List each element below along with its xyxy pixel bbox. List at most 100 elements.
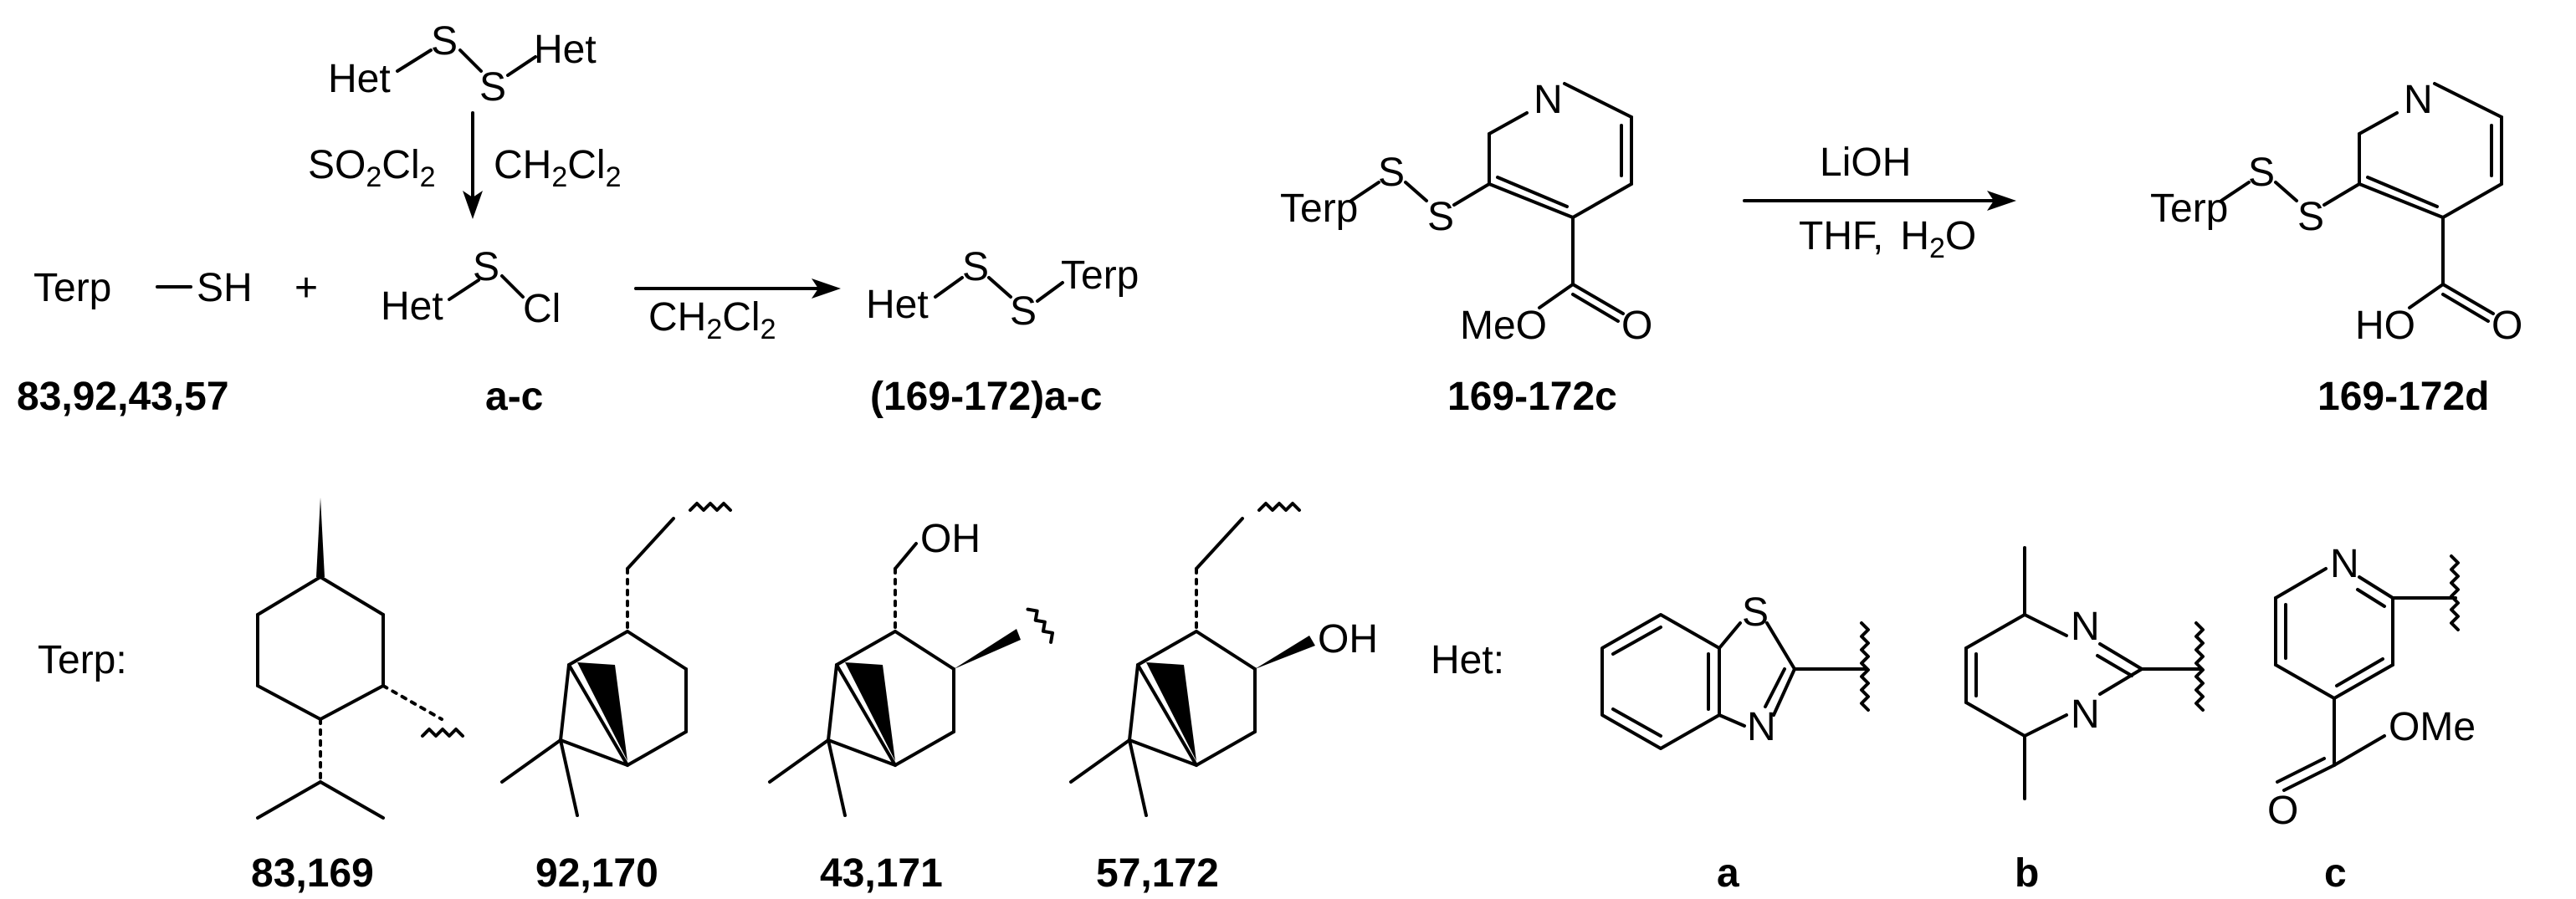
bond (2274, 181, 2298, 202)
chlorine: Cl (523, 287, 561, 331)
bond (2441, 182, 2503, 219)
wedge-bridge (845, 662, 895, 761)
attachment-point (421, 728, 464, 738)
bond (319, 575, 385, 616)
pyrimidine-n1: N (2071, 605, 2100, 649)
arrow-head (1987, 191, 2016, 211)
terp-pinane-43: OH (768, 517, 1055, 817)
reagent-so2cl2: SO2Cl2 (308, 143, 436, 193)
bond (2335, 657, 2384, 687)
pyridine-n: N (2404, 78, 2433, 122)
hydroxyl: HO (2355, 304, 2415, 348)
bond (987, 276, 1012, 299)
terp: Terp (1280, 186, 1358, 231)
disulfide-reagent: Het S S Het (328, 19, 597, 110)
bond (1718, 713, 1746, 728)
solvent-ch2cl2: CH2Cl2 (494, 143, 622, 193)
terp-label: Terp (33, 266, 111, 310)
wedge-bond (954, 629, 1021, 669)
bond (894, 542, 918, 570)
sulfur-1: S (1378, 151, 1405, 195)
solvent-ch2cl2: CH2Cl2 (648, 295, 776, 345)
attachment-point (689, 502, 732, 512)
bond (1036, 281, 1064, 303)
het-label-b: b (2015, 851, 2039, 896)
het: Het (866, 283, 929, 327)
bond (934, 276, 964, 299)
bond (1571, 283, 1625, 315)
bond (1718, 621, 1742, 650)
reagent-lioh: LiOH (1820, 140, 1911, 185)
terp-pinane-92 (500, 502, 732, 817)
bond (626, 630, 688, 671)
bond (500, 274, 525, 299)
thiazole-s: S (1742, 590, 1769, 635)
bond (1404, 181, 1428, 202)
bond (2366, 176, 2439, 208)
bond (319, 780, 385, 820)
bond (256, 684, 322, 721)
compound-label-thiols: 83,92,43,57 (17, 375, 229, 419)
sulfur-1: S (2248, 151, 2275, 195)
bond (1128, 738, 1148, 817)
wedge-bond (1255, 636, 1315, 669)
bond (2098, 667, 2143, 696)
bond (1571, 293, 1620, 323)
bond (256, 575, 322, 616)
bond (894, 730, 955, 767)
bond (458, 49, 483, 73)
bond (2098, 642, 2143, 671)
bond (2023, 613, 2068, 637)
bond (894, 630, 955, 671)
bond (2023, 713, 2068, 738)
bond (1136, 630, 1198, 667)
bond (2441, 283, 2495, 315)
het-label-a: a (1717, 851, 1739, 896)
bond (2358, 182, 2445, 219)
pyridine-n: N (1534, 78, 1563, 122)
attachment-point (1860, 621, 1870, 712)
pyrimidine-n2: N (2071, 692, 2100, 737)
compound-label-pinane-92: 92,170 (535, 851, 658, 896)
thiol-group: SH (197, 266, 253, 310)
wedge-bridge (1146, 662, 1196, 761)
bond (1496, 176, 1569, 208)
het-benzothiazolyl: S N (1600, 590, 1870, 750)
attachment-point (1026, 607, 1055, 644)
bond (567, 630, 629, 667)
bond (827, 738, 847, 817)
bond (559, 738, 629, 767)
arrow-1: CH2Cl2 (634, 278, 841, 345)
bond (2276, 757, 2326, 784)
compound-label-sulfenyl-chlorides: a-c (485, 375, 543, 419)
bond (1452, 182, 1491, 207)
hydroxyl-57: OH (1318, 617, 1378, 661)
bond (2282, 764, 2336, 792)
attachment-point (1257, 502, 1301, 512)
compound-label-menthyl: 83,169 (251, 851, 374, 896)
sulfur-2: S (1427, 195, 1454, 239)
bond (1195, 630, 1257, 671)
bond (2433, 82, 2503, 119)
het-label-c: c (2324, 851, 2347, 896)
bond (2441, 293, 2490, 323)
bond (1128, 663, 1139, 742)
bond (559, 738, 579, 817)
sulfur-2: S (2297, 195, 2324, 239)
bond (2274, 663, 2336, 700)
reactant-terp-thiol: Terp SH (33, 266, 253, 310)
sulfenylation-arrow: SO2Cl2 CH2Cl2 (308, 111, 622, 219)
bond (2322, 182, 2361, 207)
het-dimethylpyrimidinyl: N N (1964, 546, 2205, 800)
compound-label-disulfides: (169-172)a-c (870, 375, 1103, 419)
bond (1488, 182, 1575, 219)
bond (1765, 621, 1796, 671)
bond (2333, 663, 2394, 700)
bond (500, 738, 562, 784)
bond (1069, 738, 1131, 784)
terp-pinane-57: OH (1069, 502, 1378, 817)
methoxy: MeO (1460, 304, 1547, 348)
bond (1136, 663, 1198, 767)
wedge-bond (316, 498, 325, 577)
